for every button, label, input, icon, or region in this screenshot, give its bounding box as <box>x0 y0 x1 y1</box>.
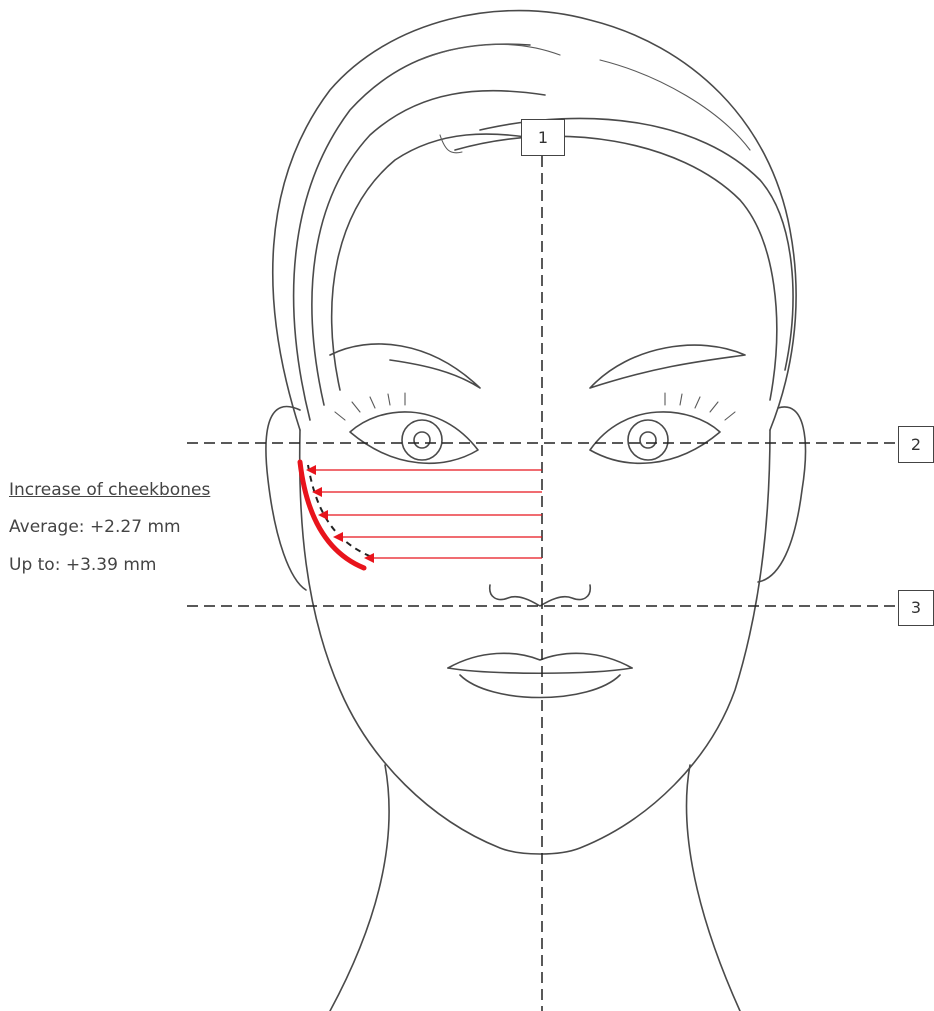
left-arrow-icon <box>308 470 542 558</box>
hair-outline <box>273 11 796 430</box>
eyebrows <box>330 344 745 388</box>
marker-1-midline: 1 <box>521 119 565 156</box>
left-eye <box>335 393 478 463</box>
annotation-title: Increase of cheekbones <box>9 482 210 499</box>
cheekbone-dashed-curve <box>308 465 372 557</box>
nose <box>490 585 591 606</box>
annotation-average: Average: +2.27 mm <box>9 519 181 536</box>
marker-2-eye-line: 2 <box>898 426 934 463</box>
annotation-maximum: Up to: +3.39 mm <box>9 557 156 574</box>
marker-3-nose-line: 3 <box>898 590 934 626</box>
face-outline <box>266 406 806 1011</box>
mouth <box>448 653 632 697</box>
right-eye <box>590 393 735 463</box>
